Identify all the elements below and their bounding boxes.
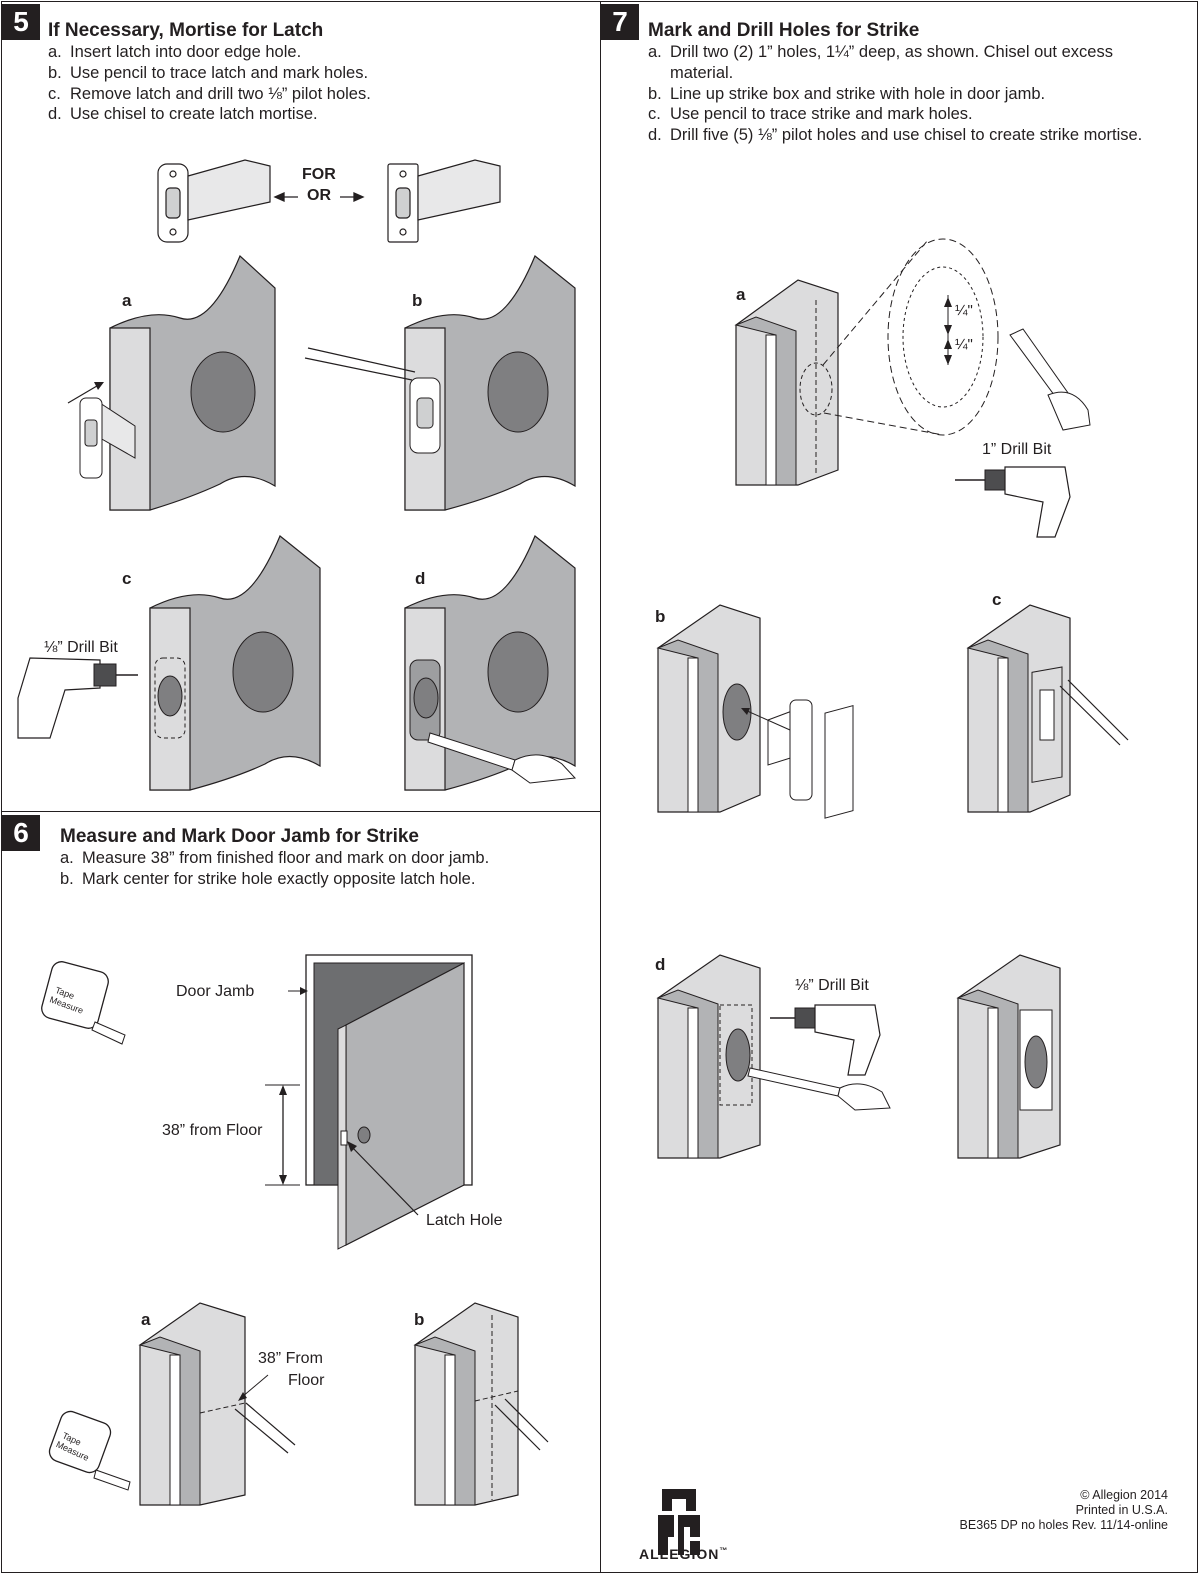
fig-7a-label: a [736,285,746,304]
latch-rounded-icon [157,159,271,243]
fig-7c-label: c [992,590,1002,609]
double-arrow-icon [273,191,365,203]
step-item: b.Line up strike box and strike with hol… [648,84,1046,103]
door-edge-5b-illustration [304,255,576,511]
latch-square-icon [387,159,501,243]
latch-options-illustration [157,159,501,243]
quarter-inch-label-2: ¼" [955,336,973,353]
section-7-steps: a.Drill two (2) 1” holes, 1¼” deep, as s… [648,42,1178,146]
printed-text: Printed in U.S.A. [1075,1503,1168,1517]
door-jamb-label: Door Jamb [176,983,255,1000]
jamb-7d-mortise-illustration [656,954,891,1159]
step-5-badge: 5 [2,4,40,40]
footer-info: © Allegion 2014 Printed in U.S.A. BE365 … [960,1488,1168,1533]
fig-7b-label: b [655,607,666,626]
jamb-6a-illustration [138,1302,296,1506]
allegion-wordmark: ALLEGION™ [639,1546,729,1562]
step-item: b.Mark center for strike hole exactly op… [60,869,476,888]
tape-measure-bottom-illustration [48,1410,131,1491]
door-edge-5a-illustration [67,254,276,511]
section-divider [1,811,601,812]
door-jamb-illustration [265,954,473,1250]
step-item: a.Measure 38” from finished floor and ma… [60,849,490,867]
drill-7a-icon [955,466,1071,538]
jamb-6b-illustration [413,1302,549,1506]
latch-hole-label: Latch Hole [426,1212,503,1229]
column-divider [600,1,601,1573]
step-item: c.Use pencil to trace strike and mark ho… [648,105,973,124]
from-floor-6a-line1: 38” From [258,1350,323,1367]
step-item: a.Insert latch into door edge hole. [48,43,302,61]
door-edge-5c-illustration [17,535,321,791]
from-floor-label: 38” from Floor [162,1122,263,1139]
drill-1in-label: 1” Drill Bit [982,441,1052,458]
step-6-badge: 6 [2,815,40,851]
jamb-7d-finished-illustration [956,954,1061,1159]
step-item: d.Use chisel to create latch mortise. [48,105,318,124]
section-5-title: If Necessary, Mortise for Latch [48,20,324,41]
fig-5b-label: b [412,291,423,310]
tape-measure-illustration [41,961,126,1045]
quarter-inch-label-1: ¼" [955,302,973,319]
step-item: a.Drill two (2) 1” holes, 1¼” deep, as s… [648,43,1113,82]
fig-5c-label: c [122,569,132,588]
door-edge-5d-illustration [404,535,577,791]
jamb-7b-strike-illustration [656,604,854,819]
section-7-title: Mark and Drill Holes for Strike [648,20,920,41]
jamb-7c-trace-illustration [966,604,1129,813]
section-6-title: Measure and Mark Door Jamb for Strike [60,826,419,847]
fig-5d-label: d [415,569,426,588]
fig-6b-label: b [414,1310,425,1329]
document-id-text: BE365 DP no holes Rev. 11/14-online [959,1518,1168,1532]
allegion-logo-icon [658,1489,700,1555]
or-label: OR [307,187,331,204]
fig-6a-label: a [141,1310,151,1329]
copyright-text: © Allegion 2014 [1080,1488,1168,1502]
step-item: c.Remove latch and drill two ⅛” pilot ho… [48,84,371,103]
drill-bit-label-5c: ⅛” Drill Bit [44,639,118,656]
fig-5a-label: a [122,291,132,310]
from-floor-6a-line2: Floor [288,1372,325,1389]
jamb-7a-drill-illustration [734,238,1091,486]
step-item: d.Drill five (5) ⅛” pilot holes and use … [648,126,1143,145]
fig-7d-label: d [655,955,666,974]
section-6-steps: a.Measure 38” from finished floor and ma… [60,848,580,890]
step-item: b.Use pencil to trace latch and mark hol… [48,63,369,82]
section-5-steps: a.Insert latch into door edge hole. b.Us… [48,42,568,125]
for-label: FOR [302,166,336,183]
step-7-badge: 7 [601,4,639,40]
drill-eighth-label-7d: ⅛” Drill Bit [795,977,869,994]
